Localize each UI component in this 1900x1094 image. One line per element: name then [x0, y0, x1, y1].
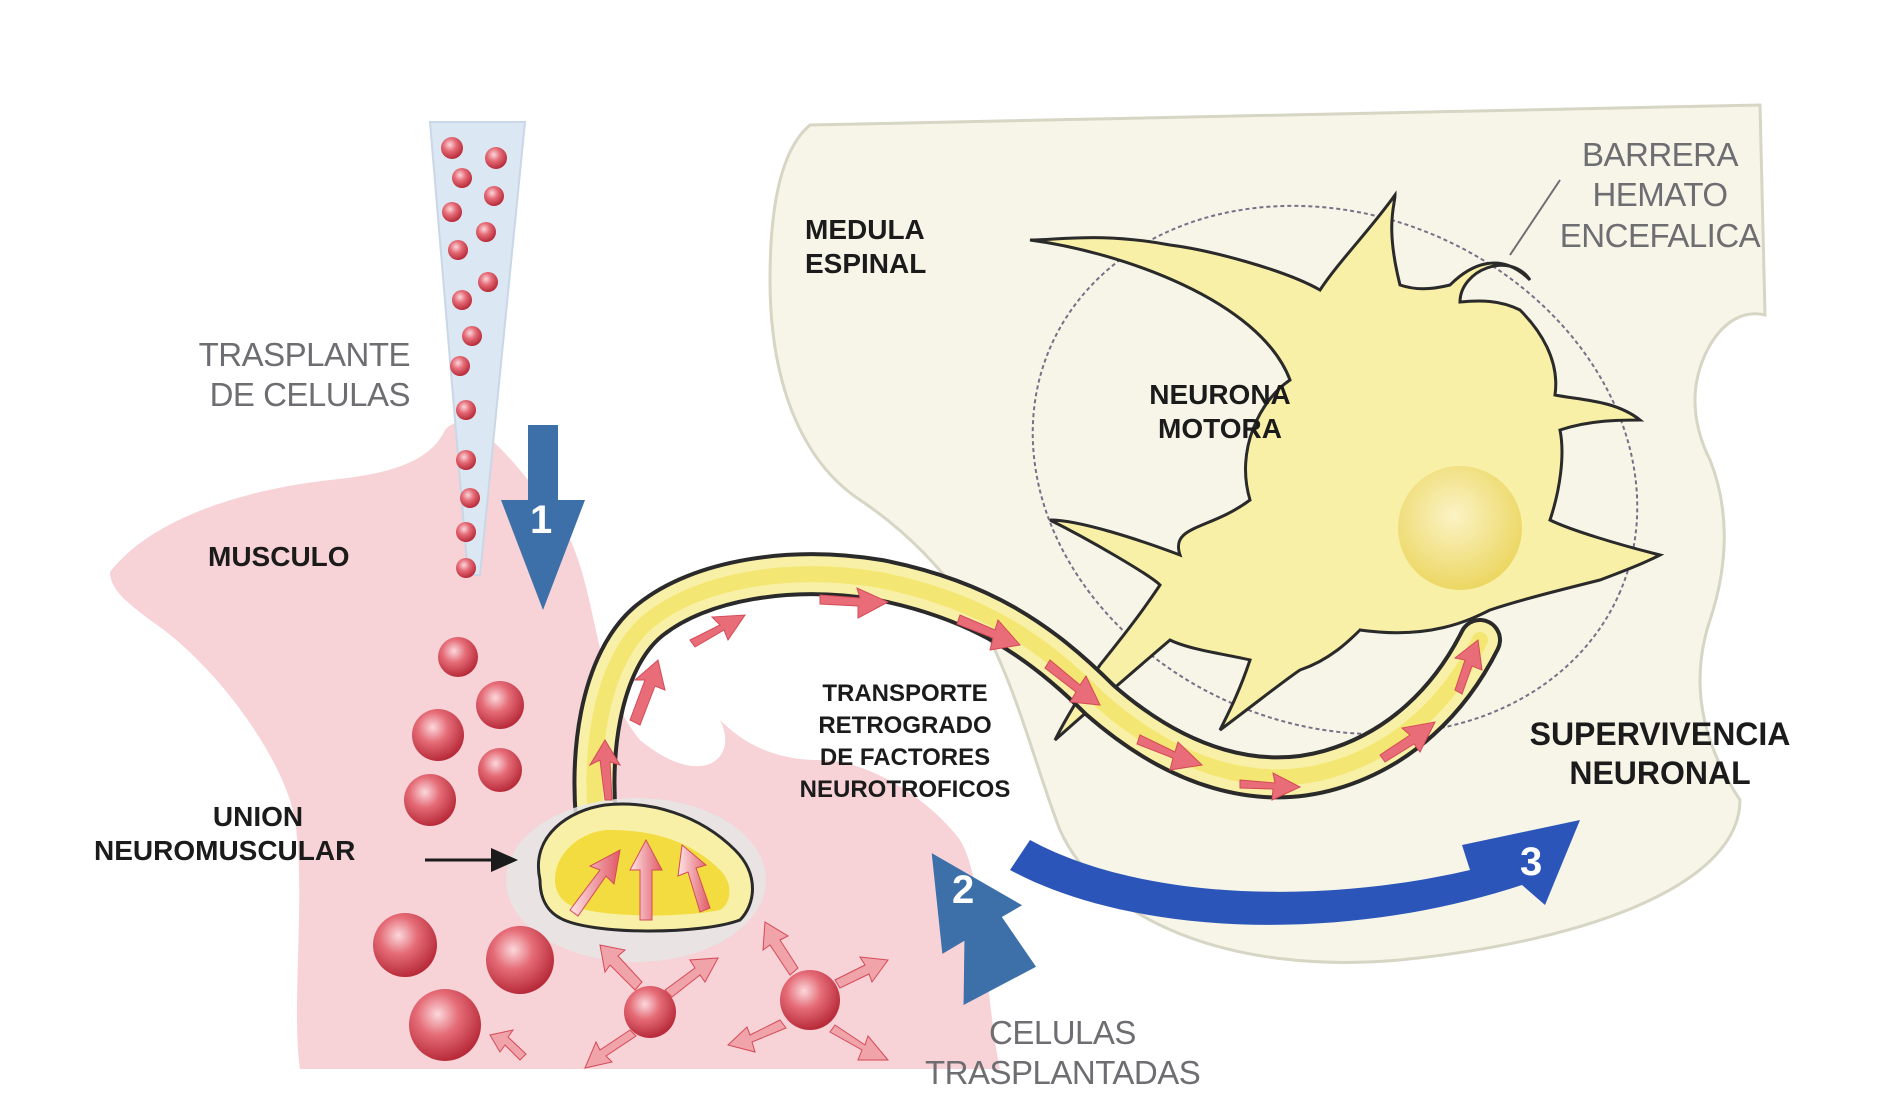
step-1-arrow: [501, 425, 585, 610]
motor-neuron: [1029, 190, 1665, 742]
barrier-pointer-line: [1509, 179, 1561, 256]
step-2-number: 2: [952, 868, 975, 912]
pipette: [428, 121, 527, 576]
pipette-cells: [441, 137, 507, 578]
retrograde-arrows: [588, 587, 1483, 801]
step-1-number: 1: [530, 498, 553, 542]
label-trasplante: TRASPLANTE DE CELULAS: [198, 336, 411, 414]
label-barrera: BARRERA HEMATO ENCEFALICA: [1559, 136, 1761, 254]
label-neurona: NEURONA MOTORA: [1149, 379, 1291, 445]
label-transporte: TRANSPORTE RETROGRADO DE FACTORES NEUROT…: [799, 680, 1011, 803]
step-3-number: 3: [1520, 840, 1543, 884]
step-2-arrow: [931, 853, 1037, 1005]
muscle-tissue: [110, 422, 1000, 1069]
diagram-canvas: [110, 103, 1767, 1069]
neuron-nucleus: [1398, 466, 1522, 590]
junction-influx-arrows: [569, 838, 711, 921]
label-supervivencia: SUPERVIVENCIA NEURONAL: [1529, 716, 1791, 792]
neuron-cell-outline: [1029, 190, 1665, 742]
step-3-arrow: [1010, 820, 1580, 925]
diffusion-arrows: [489, 921, 890, 1069]
label-medula: MEDULA ESPINAL: [805, 214, 927, 280]
transplanted-cells: [373, 637, 840, 1061]
label-celulas: CELULAS TRASPLANTADAS: [925, 1014, 1201, 1092]
label-union: UNION NEUROMUSCULAR: [94, 801, 356, 867]
label-musculo: MUSCULO: [208, 541, 350, 572]
